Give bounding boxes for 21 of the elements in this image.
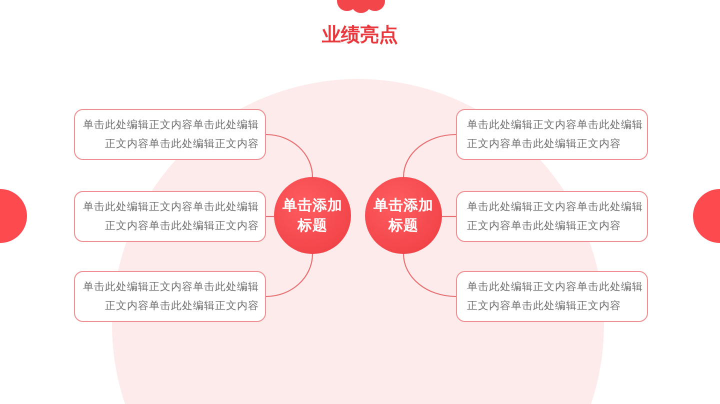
body-text: 单击此处编辑正文内容单击此处编辑正文内容单击此处编辑正文内容 <box>467 280 644 314</box>
connector-line <box>266 254 314 298</box>
body-text: 单击此处编辑正文内容单击此处编辑正文内容单击此处编辑正文内容 <box>82 118 259 152</box>
body-text: 单击此处编辑正文内容单击此处编辑正文内容单击此处编辑正文内容 <box>467 200 644 234</box>
connector-line <box>266 134 314 178</box>
body-text: 单击此处编辑正文内容单击此处编辑正文内容单击此处编辑正文内容 <box>82 280 259 314</box>
body-text: 单击此处编辑正文内容单击此处编辑正文内容单击此处编辑正文内容 <box>467 118 644 152</box>
text-box <box>456 191 648 242</box>
circle-title: 单击添加标题 <box>372 196 434 236</box>
text-box <box>456 271 648 322</box>
text-box <box>74 109 266 160</box>
text-box <box>74 271 266 322</box>
text-box <box>456 109 648 160</box>
connector-line <box>402 254 456 298</box>
connector-line <box>442 216 456 218</box>
body-text: 单击此处编辑正文内容单击此处编辑正文内容单击此处编辑正文内容 <box>82 200 259 234</box>
text-box <box>74 191 266 242</box>
connector-line <box>402 134 456 178</box>
circle-title: 单击添加标题 <box>282 196 344 236</box>
title: 业绩亮点 <box>322 24 398 46</box>
connector-line <box>266 216 274 218</box>
